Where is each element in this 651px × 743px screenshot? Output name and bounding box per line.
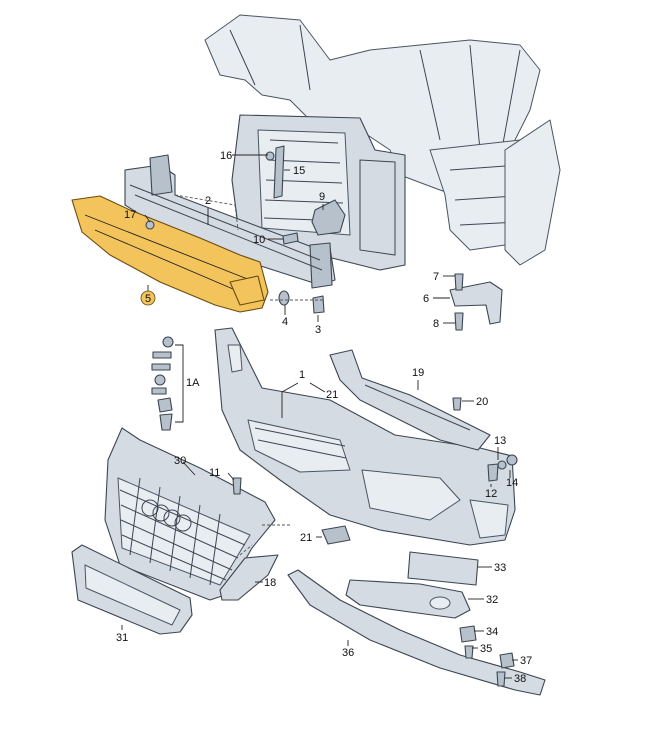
part-31-license-plate-holder[interactable] (71, 544, 193, 635)
part-37-clip[interactable] (499, 652, 515, 669)
part-15-bracket-rod[interactable] (273, 145, 285, 199)
callout-10: 10 (253, 234, 265, 246)
part-4-washer[interactable] (278, 290, 290, 306)
callout-32: 32 (486, 594, 498, 606)
callout-16: 16 (220, 150, 232, 162)
callout-14: 14 (506, 477, 518, 489)
callout-20: 20 (476, 396, 488, 408)
assembly-dashed-lines (174, 194, 325, 556)
part-6-side-bracket[interactable] (449, 281, 503, 325)
callout-7: 7 (433, 271, 439, 283)
part-10-bolt[interactable] (282, 232, 299, 245)
part-13-clip[interactable] (497, 460, 507, 470)
callout-18: 18 (264, 577, 276, 589)
part-38-screw[interactable] (496, 671, 506, 687)
callout-34: 34 (486, 626, 498, 638)
callout-38: 38 (514, 673, 526, 685)
part-1a-fastener-kit[interactable] (151, 336, 174, 431)
callout-36: 36 (342, 647, 354, 659)
leader-lines (121, 154, 518, 679)
callout-1a: 1A (186, 377, 200, 389)
callout-5: 5 (145, 293, 151, 305)
part-5-energy-absorber[interactable] (71, 195, 269, 313)
callout-33: 33 (494, 562, 506, 574)
callout-4: 4 (282, 316, 288, 328)
part-35-screw[interactable] (464, 645, 474, 659)
callout-5-badge (140, 290, 156, 306)
part-14-nut[interactable] (506, 454, 518, 466)
part-8-screw[interactable] (454, 312, 464, 331)
part-1-bumper-cover[interactable] (214, 327, 516, 546)
audi-rings-emblem (141, 499, 192, 532)
callout-8: 8 (433, 318, 439, 330)
callout-13: 13 (494, 435, 506, 447)
part-12-bolt[interactable] (487, 463, 499, 482)
part-7-screw[interactable] (454, 273, 464, 291)
part-33-trim-panel[interactable] (407, 551, 479, 586)
callout-15: 15 (293, 165, 305, 177)
callout-1: 1 (299, 369, 305, 381)
part-19-bracket[interactable] (329, 349, 491, 451)
callout-35: 35 (480, 643, 492, 655)
part-32-fog-light-grille[interactable] (345, 579, 471, 619)
part-9-bracket[interactable] (311, 199, 346, 236)
callout-30: 30 (174, 455, 186, 467)
callout-3: 3 (315, 324, 321, 336)
callout-21-upper: 21 (326, 389, 338, 401)
callout-19: 19 (412, 367, 424, 379)
callout-labels: 16 15 2 17 9 10 7 5 6 4 8 3 1 19 1A 21 2… (116, 150, 532, 685)
part-36-front-spoiler[interactable] (287, 569, 546, 696)
callout-9: 9 (319, 191, 325, 203)
bracket-1a (175, 344, 184, 423)
callout-11: 11 (209, 467, 220, 479)
callout-12: 12 (485, 488, 497, 500)
callout-21-lower: 21 (300, 532, 312, 544)
part-3-bolt[interactable] (312, 295, 325, 314)
part-30-radiator-grille[interactable] (104, 427, 276, 601)
callout-37: 37 (520, 655, 532, 667)
callout-6: 6 (423, 293, 429, 305)
part-17-nut[interactable] (145, 220, 155, 230)
part-21-tow-eye-cap[interactable] (321, 525, 351, 545)
callout-2: 2 (205, 195, 211, 207)
part-11-screw[interactable] (232, 477, 242, 495)
part-20-screw[interactable] (452, 397, 462, 411)
part-18-side-trim[interactable] (219, 554, 279, 601)
callout-31: 31 (116, 632, 128, 644)
part-34-clip[interactable] (459, 625, 477, 643)
callout-17: 17 (124, 209, 136, 221)
part-16-screw[interactable] (265, 151, 275, 161)
